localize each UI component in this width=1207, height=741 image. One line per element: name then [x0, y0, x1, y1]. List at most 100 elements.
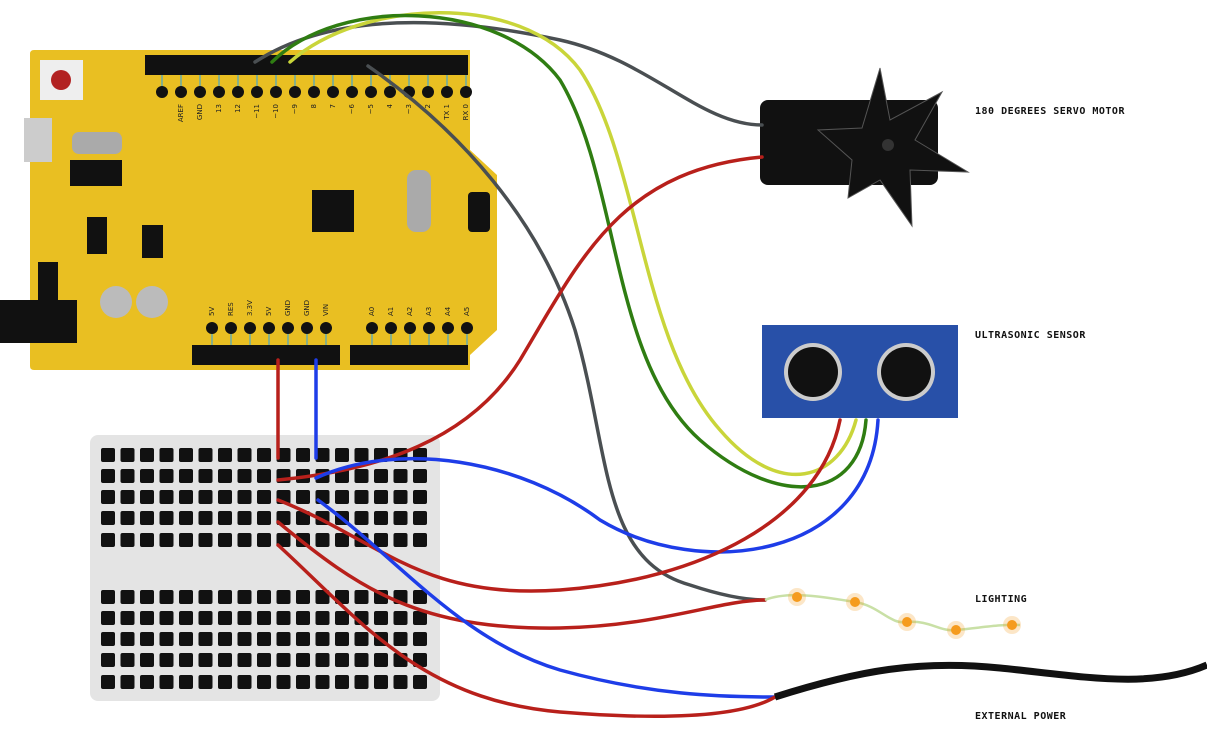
- breadboard-hole[interactable]: [101, 653, 115, 667]
- breadboard-hole[interactable]: [335, 611, 349, 625]
- breadboard-hole[interactable]: [218, 590, 232, 604]
- breadboard-hole[interactable]: [335, 490, 349, 504]
- breadboard-hole[interactable]: [179, 590, 193, 604]
- breadboard-hole[interactable]: [140, 611, 154, 625]
- breadboard-hole[interactable]: [140, 448, 154, 462]
- breadboard-hole[interactable]: [159, 632, 174, 646]
- breadboard-hole[interactable]: [257, 611, 271, 625]
- breadboard-hole[interactable]: [198, 632, 213, 646]
- breadboard-hole[interactable]: [354, 448, 369, 462]
- breadboard-hole[interactable]: [413, 611, 427, 625]
- breadboard-hole[interactable]: [179, 511, 193, 525]
- breadboard-hole[interactable]: [159, 533, 174, 547]
- breadboard-hole[interactable]: [218, 490, 232, 504]
- breadboard-hole[interactable]: [374, 611, 388, 625]
- breadboard-hole[interactable]: [179, 448, 193, 462]
- breadboard-hole[interactable]: [315, 675, 330, 689]
- breadboard-hole[interactable]: [159, 511, 174, 525]
- breadboard-hole[interactable]: [296, 511, 310, 525]
- breadboard-hole[interactable]: [276, 675, 291, 689]
- breadboard-hole[interactable]: [101, 632, 115, 646]
- breadboard-hole[interactable]: [159, 675, 174, 689]
- breadboard-hole[interactable]: [198, 611, 213, 625]
- breadboard-hole[interactable]: [179, 632, 193, 646]
- digital-pin[interactable]: [441, 86, 453, 98]
- digital-pin[interactable]: [156, 86, 168, 98]
- breadboard-hole[interactable]: [120, 469, 135, 483]
- breadboard-hole[interactable]: [218, 469, 232, 483]
- breadboard-hole[interactable]: [218, 611, 232, 625]
- breadboard-hole[interactable]: [276, 448, 291, 462]
- breadboard-hole[interactable]: [179, 469, 193, 483]
- breadboard-hole[interactable]: [257, 511, 271, 525]
- breadboard-hole[interactable]: [315, 632, 330, 646]
- breadboard-hole[interactable]: [198, 533, 213, 547]
- breadboard-hole[interactable]: [198, 511, 213, 525]
- breadboard-hole[interactable]: [276, 590, 291, 604]
- breadboard-hole[interactable]: [354, 675, 369, 689]
- breadboard-hole[interactable]: [120, 533, 135, 547]
- breadboard-hole[interactable]: [101, 469, 115, 483]
- breadboard-hole[interactable]: [120, 448, 135, 462]
- breadboard-hole[interactable]: [413, 490, 427, 504]
- breadboard-hole[interactable]: [335, 632, 349, 646]
- breadboard-hole[interactable]: [296, 490, 310, 504]
- power-pin[interactable]: [206, 322, 218, 334]
- power-pin[interactable]: [282, 322, 294, 334]
- breadboard-hole[interactable]: [198, 469, 213, 483]
- breadboard-hole[interactable]: [393, 533, 408, 547]
- breadboard-hole[interactable]: [393, 511, 408, 525]
- breadboard-hole[interactable]: [296, 448, 310, 462]
- breadboard-hole[interactable]: [140, 675, 154, 689]
- breadboard-hole[interactable]: [159, 490, 174, 504]
- breadboard-hole[interactable]: [296, 611, 310, 625]
- breadboard-hole[interactable]: [393, 490, 408, 504]
- breadboard-hole[interactable]: [140, 469, 154, 483]
- breadboard-hole[interactable]: [335, 448, 349, 462]
- breadboard-hole[interactable]: [315, 533, 330, 547]
- breadboard-hole[interactable]: [159, 611, 174, 625]
- breadboard-hole[interactable]: [315, 611, 330, 625]
- breadboard-hole[interactable]: [374, 511, 388, 525]
- digital-pin[interactable]: [175, 86, 187, 98]
- digital-pin[interactable]: [346, 86, 358, 98]
- breadboard-hole[interactable]: [393, 611, 408, 625]
- breadboard-hole[interactable]: [237, 590, 252, 604]
- breadboard-hole[interactable]: [374, 653, 388, 667]
- breadboard-hole[interactable]: [140, 632, 154, 646]
- breadboard-hole[interactable]: [101, 590, 115, 604]
- breadboard-hole[interactable]: [276, 632, 291, 646]
- digital-pin[interactable]: [308, 86, 320, 98]
- breadboard-hole[interactable]: [335, 675, 349, 689]
- breadboard-hole[interactable]: [179, 653, 193, 667]
- breadboard-hole[interactable]: [198, 590, 213, 604]
- breadboard-hole[interactable]: [257, 490, 271, 504]
- breadboard-hole[interactable]: [257, 675, 271, 689]
- digital-pin[interactable]: [327, 86, 339, 98]
- analog-pin[interactable]: [461, 322, 473, 334]
- breadboard-hole[interactable]: [237, 611, 252, 625]
- breadboard-hole[interactable]: [218, 632, 232, 646]
- analog-pin[interactable]: [385, 322, 397, 334]
- breadboard-hole[interactable]: [354, 653, 369, 667]
- analog-pin[interactable]: [366, 322, 378, 334]
- breadboard-hole[interactable]: [140, 490, 154, 504]
- digital-pin[interactable]: [460, 86, 472, 98]
- breadboard-hole[interactable]: [237, 469, 252, 483]
- analog-pin[interactable]: [442, 322, 454, 334]
- power-pin[interactable]: [225, 322, 237, 334]
- breadboard-hole[interactable]: [237, 490, 252, 504]
- breadboard-hole[interactable]: [159, 653, 174, 667]
- breadboard-hole[interactable]: [354, 469, 369, 483]
- breadboard-hole[interactable]: [159, 590, 174, 604]
- breadboard-hole[interactable]: [198, 675, 213, 689]
- breadboard-hole[interactable]: [101, 448, 115, 462]
- breadboard-hole[interactable]: [257, 590, 271, 604]
- breadboard-hole[interactable]: [120, 511, 135, 525]
- breadboard-hole[interactable]: [354, 490, 369, 504]
- breadboard-hole[interactable]: [120, 653, 135, 667]
- breadboard-hole[interactable]: [140, 511, 154, 525]
- breadboard-hole[interactable]: [276, 611, 291, 625]
- breadboard-hole[interactable]: [237, 533, 252, 547]
- breadboard-hole[interactable]: [218, 653, 232, 667]
